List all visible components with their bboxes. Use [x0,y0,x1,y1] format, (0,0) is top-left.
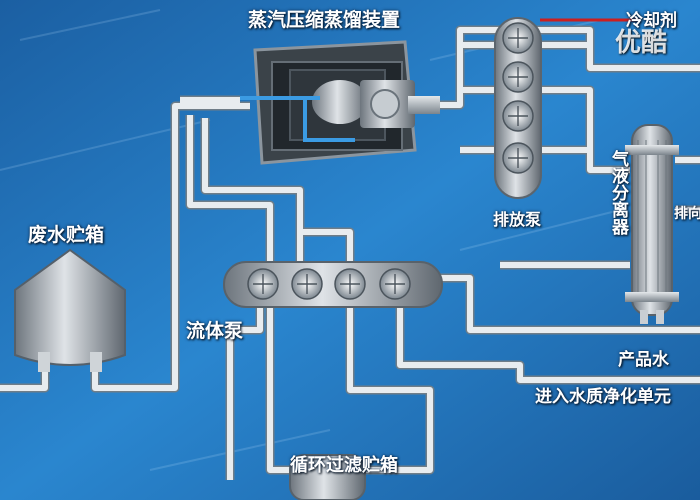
fluid-pump-label: 流体泵 [186,320,244,342]
recirculation-filter-tank-label: 循环过滤贮箱 [290,455,398,476]
pipe-network [0,25,700,480]
discharge-pump [494,17,542,199]
product-water-label: 产品水 [618,350,669,370]
to-purification-label: 进入水质净化单元 [535,387,671,407]
gas-liquid-separator [625,124,679,324]
recirculation-filter-tank [289,454,366,500]
refrigerant-label: 冷却剂 [626,11,677,31]
gas-liquid-separator-label: 气液分离器 [608,150,628,235]
wastewater-tank [14,248,126,372]
exhaust-label: 排向舱 [674,206,700,222]
watermark: 优酷 [615,28,668,58]
vapor-compression-label: 蒸汽压缩蒸馏装置 [248,9,401,31]
vapor-compression-distillation-unit [240,40,440,165]
discharge-pump-label: 排放泵 [493,210,542,229]
wastewater-tank-label: 废水贮箱 [28,224,105,246]
fluid-pump [223,261,443,308]
